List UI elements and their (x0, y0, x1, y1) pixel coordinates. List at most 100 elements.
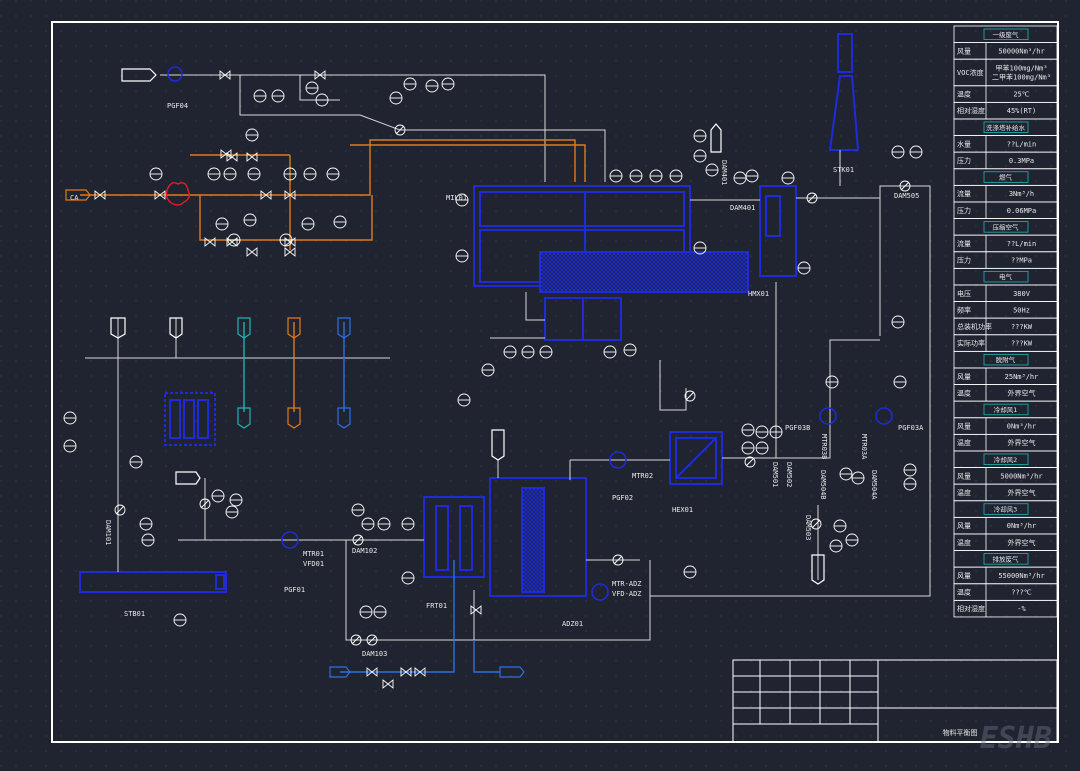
instrument-bubble (829, 539, 843, 553)
valve-icon (204, 237, 216, 247)
spec-key-16: 频率 (957, 305, 971, 314)
damper-icon (612, 554, 624, 566)
spec-value-20: 25Nm³/hr (1005, 373, 1039, 381)
instrument-bubble (891, 145, 905, 159)
fan-pgf02-icon (609, 451, 627, 469)
instrument-bubble (745, 169, 759, 183)
damper-ring (352, 534, 364, 546)
pipe-fan3 (776, 339, 880, 459)
instrument-bubble (401, 517, 415, 531)
tag-vfd01: VFD01 (303, 560, 324, 568)
spec-key-6: 水量 (957, 139, 971, 148)
instrument-bubble (173, 613, 187, 627)
spec-key-21: 温度 (957, 388, 971, 397)
instrument-bubble (283, 167, 297, 181)
heater-box (759, 185, 797, 277)
instrument-bubble (315, 93, 329, 107)
spec-head-text-14: 电气 (999, 272, 1013, 281)
spec-value-12: ??L/min (1007, 240, 1037, 248)
spec-value-3: 25℃ (1013, 91, 1029, 99)
spec-head-tag-8 (983, 171, 1029, 183)
valves (94, 70, 911, 689)
instrument-bubble (333, 215, 347, 229)
damper-blade (811, 519, 821, 529)
spec-head-text-31: 排放废气 (993, 554, 1020, 563)
label-stk01: STK01 (833, 166, 854, 174)
spec-key-4: 相对湿度 (957, 106, 985, 115)
flag-util-cyan-out (237, 407, 251, 429)
instrument-bubble (693, 241, 707, 255)
spec-value-13: ??MPa (1011, 257, 1032, 265)
heater-inner (765, 195, 781, 237)
spec-value-10: 0.06MPa (1007, 207, 1037, 215)
fan-pgf01-icon (281, 531, 299, 549)
instrument-bubble (425, 79, 439, 93)
instrument-bubble (403, 77, 417, 91)
adsorber-box (489, 477, 587, 597)
instrument-bubble (909, 145, 923, 159)
blue-water-line (340, 560, 455, 673)
instrument-bubble (609, 169, 623, 183)
spec-key-12: 流量 (957, 239, 971, 248)
damper-ring (350, 634, 362, 646)
pipe-bottom-loop (345, 540, 651, 641)
spec-key-15: 电压 (957, 289, 971, 298)
damper-ring (199, 498, 211, 510)
valve-icon (94, 190, 106, 200)
damper-icon (350, 634, 362, 646)
label-stb01: STB01 (124, 610, 145, 618)
instrument-bubble (253, 89, 267, 103)
instrument-bubble (683, 565, 697, 579)
instrument-bubble (603, 345, 617, 359)
flag-fresh-air (175, 471, 201, 485)
damper-ring (806, 192, 818, 204)
instrument-bubble (351, 503, 365, 517)
control-panel (164, 392, 216, 446)
spec-head-text-11: 压缩空气 (993, 222, 1020, 231)
damper-ring (114, 504, 126, 516)
tag-dam504b: DAM504B (819, 470, 827, 500)
spec-head-text-28: 冷却风3 (994, 505, 1018, 514)
equipment-group (79, 33, 860, 597)
instrument-bubble (629, 169, 643, 183)
label-adz01: ADZ01 (562, 620, 583, 628)
tank-box (79, 571, 227, 593)
drawing-frame (51, 21, 1059, 743)
valve-icon (284, 247, 296, 257)
spec-value-27: 外界空气 (1008, 488, 1036, 497)
instrument-bubble (441, 77, 455, 91)
spec-head-text-8: 燃气 (999, 173, 1013, 182)
valve-icon (470, 605, 482, 615)
fan-adz-icon (591, 583, 609, 601)
fans (167, 66, 893, 601)
spec-value-34: -% (1017, 605, 1026, 613)
spec-row-34 (953, 599, 1058, 618)
tag-dam401: DAM401 (730, 204, 755, 212)
pipe-top-branch (239, 75, 360, 116)
spec-key-9: 流量 (957, 189, 971, 198)
flag-water (329, 666, 351, 678)
instrument-bubble (373, 605, 387, 619)
instrument-bubble (243, 213, 257, 227)
tag-dam503: DAM503 (804, 515, 812, 540)
spec-value-15: 380V (1013, 290, 1031, 298)
spec-value-9: 3Nm³/h (1009, 190, 1034, 198)
instrument-bubble (211, 489, 225, 503)
spec-head-text-25: 冷却风2 (994, 455, 1018, 464)
spec-head-tag-31 (983, 553, 1029, 565)
spec-head-text-5: 洗涤塔补给水 (986, 123, 1026, 132)
flag-util-blue-out (337, 407, 351, 429)
damper-blade (115, 505, 125, 515)
spec-key-34: 相对湿度 (957, 604, 985, 613)
hot-pipe-2 (80, 139, 576, 196)
rto-upper-zone (479, 191, 685, 227)
spec-value-26: 5000Nm³/hr (1000, 472, 1042, 480)
pipe-top-main (160, 74, 546, 182)
tag-dam502: DAM502 (785, 462, 793, 487)
spec-value-23: 0Nm³/hr (1007, 423, 1037, 431)
valve-icon (246, 247, 258, 257)
label-mil01: MIL01 (446, 194, 467, 202)
panel-slot-3 (197, 399, 209, 439)
